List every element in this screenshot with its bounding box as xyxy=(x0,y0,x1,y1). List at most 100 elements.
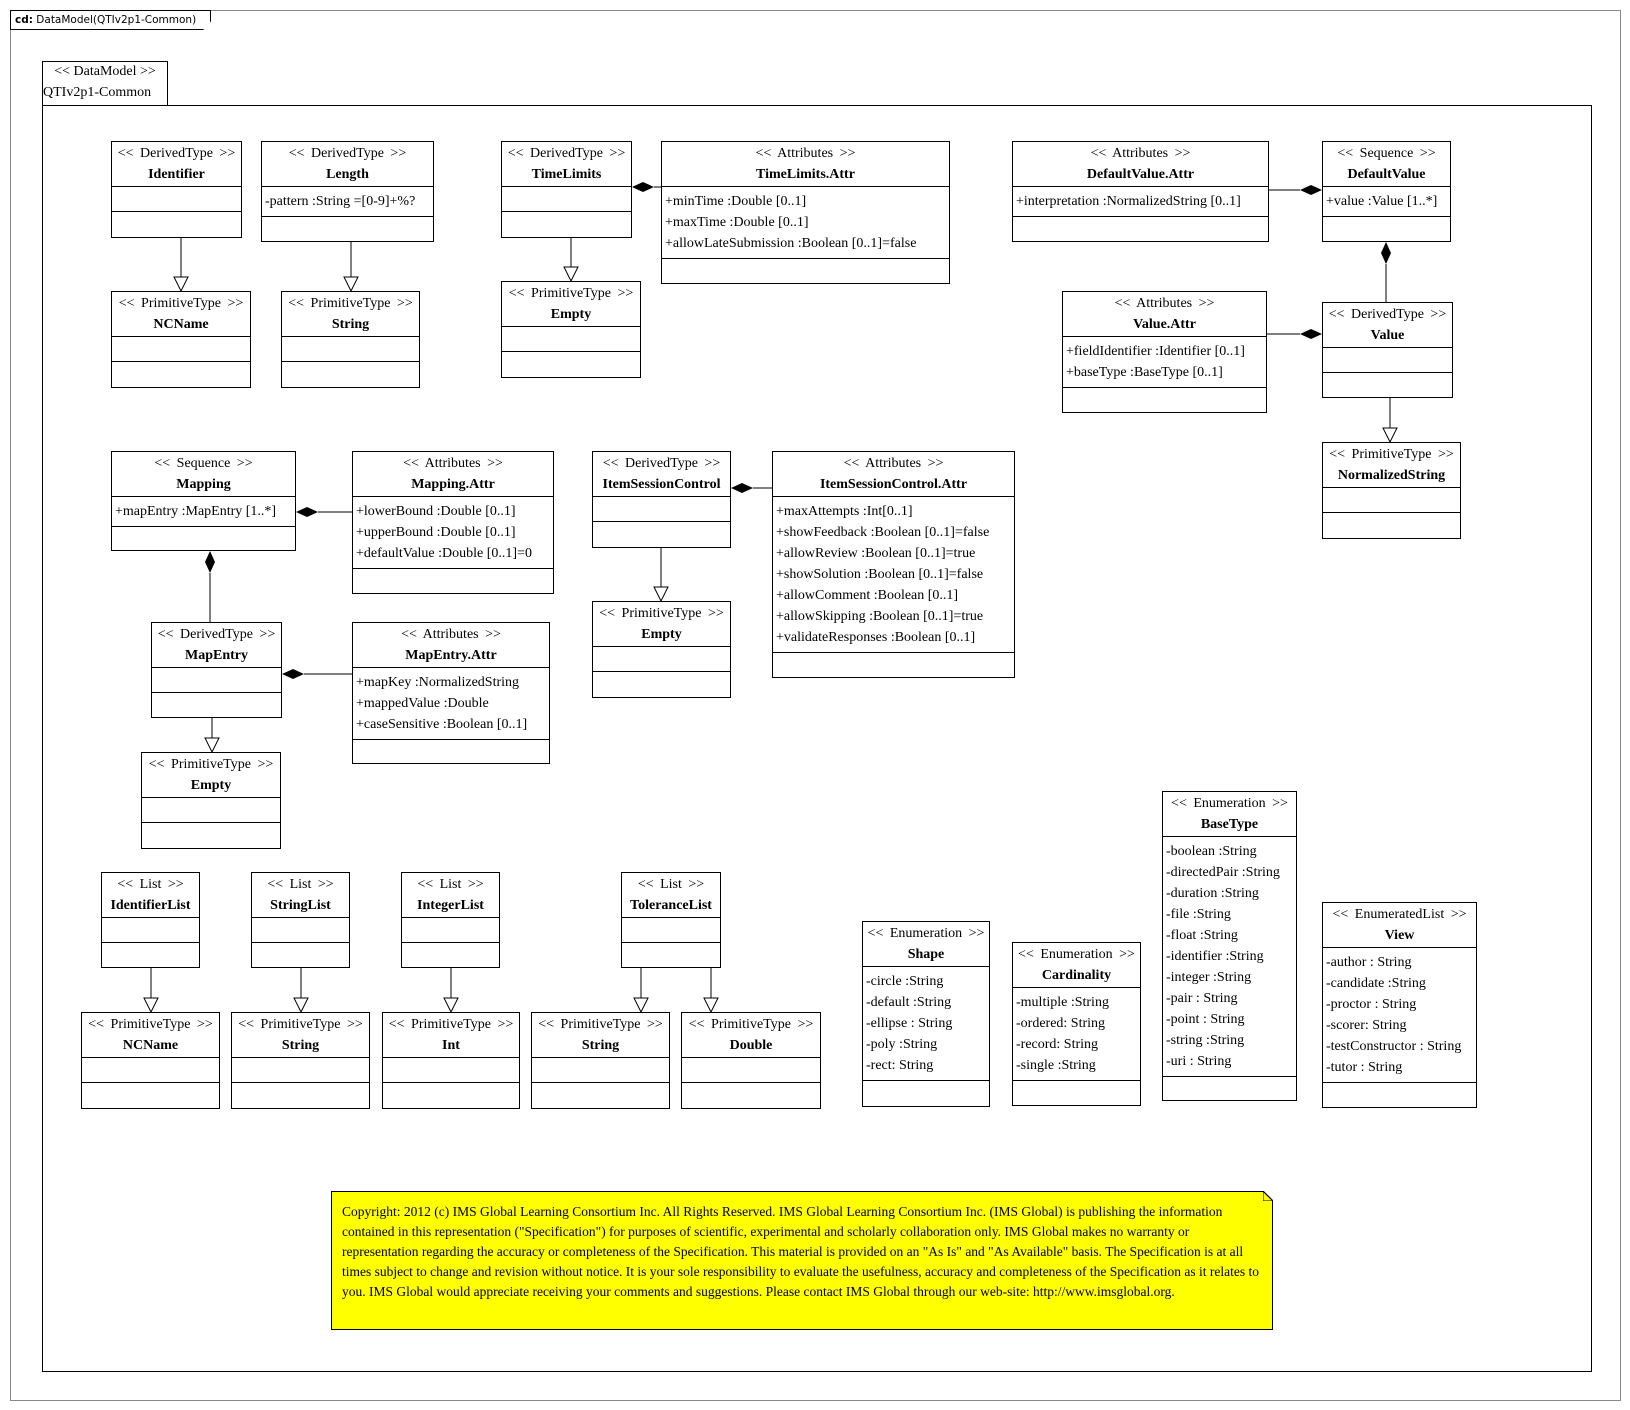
class-timelimits-attr[interactable]: << Attributes >>TimeLimits.Attr+minTime … xyxy=(661,141,950,284)
class-attribute[interactable]: -pair : String xyxy=(1166,991,1238,1006)
class-attribute[interactable]: -scorer: String xyxy=(1326,1018,1407,1033)
class-attribute[interactable]: +allowSkipping :Boolean [0..1]=true xyxy=(776,609,984,624)
class-attribute[interactable]: -pattern :String =[0-9]+%? xyxy=(265,194,416,209)
class-attribute[interactable]: -rect: String xyxy=(866,1058,934,1073)
class-mapentry[interactable]: << DerivedType >>MapEntry xyxy=(151,622,282,718)
copyright-note[interactable]: Copyright: 2012 (c) IMS Global Learning … xyxy=(331,1191,1273,1330)
class-attribute[interactable]: -identifier :String xyxy=(1166,949,1264,964)
class-attribute[interactable]: +allowComment :Boolean [0..1] xyxy=(776,588,959,603)
class-tolerancelist[interactable]: << List >>ToleranceList xyxy=(621,872,721,968)
class-header: << PrimitiveType >>Int xyxy=(383,1013,519,1058)
class-shape[interactable]: << Enumeration >>Shape-circle :String-de… xyxy=(862,921,990,1107)
class-attribute[interactable]: -directedPair :String xyxy=(1166,865,1280,880)
class-header: << Enumeration >>Cardinality xyxy=(1013,943,1140,988)
class-attribute[interactable]: +allowLateSubmission :Boolean [0..1]=fal… xyxy=(665,236,917,251)
class-mapping-attr[interactable]: << Attributes >>Mapping.Attr+lowerBound … xyxy=(352,451,554,594)
class-defaultvalue[interactable]: << Sequence >>DefaultValue+value :Value … xyxy=(1322,141,1451,242)
attribute-compartment: +fieldIdentifier :Identifier [0..1] +base… xyxy=(1063,337,1266,388)
class-attribute[interactable]: +caseSensitive :Boolean [0..1] xyxy=(356,717,528,732)
class-attribute[interactable]: +value :Value [1..*] xyxy=(1326,194,1438,209)
generalization-arrow-icon xyxy=(143,997,159,1014)
class-attribute[interactable]: -integer :String xyxy=(1166,970,1252,985)
composition-diamond-icon xyxy=(1300,185,1322,195)
class-int[interactable]: << PrimitiveType >>Int xyxy=(382,1012,520,1109)
class-empty-3[interactable]: << PrimitiveType >>Empty xyxy=(141,752,281,849)
class-attribute[interactable]: +lowerBound :Double [0..1] xyxy=(356,504,516,519)
class-attribute[interactable]: -record: String xyxy=(1016,1037,1099,1052)
class-stereotype: << PrimitiveType >> xyxy=(288,296,413,311)
class-identifierlist[interactable]: << List >>IdentifierList xyxy=(101,872,200,968)
class-attribute[interactable]: -string :String xyxy=(1166,1033,1245,1048)
class-attribute[interactable]: -candidate :String xyxy=(1326,976,1426,991)
operation-compartment xyxy=(622,943,720,967)
class-attribute[interactable]: -circle :String xyxy=(866,974,944,989)
composition-diamond-icon xyxy=(1381,242,1391,264)
class-attribute[interactable]: +baseType :BaseType [0..1] xyxy=(1066,365,1223,380)
class-attribute[interactable]: -uri : String xyxy=(1166,1054,1232,1069)
class-stringlist[interactable]: << List >>StringList xyxy=(251,872,350,968)
class-attribute[interactable]: -ellipse : String xyxy=(866,1016,953,1031)
class-string-1[interactable]: << PrimitiveType >>String xyxy=(281,291,420,388)
class-identifier[interactable]: << DerivedType >>Identifier xyxy=(111,141,242,238)
class-empty-2[interactable]: << PrimitiveType >>Empty xyxy=(592,601,731,698)
class-attribute[interactable]: -default :String xyxy=(866,995,952,1010)
class-attribute[interactable]: -float :String xyxy=(1166,928,1238,943)
class-mapping[interactable]: << Sequence >>Mapping+mapEntry :MapEntry… xyxy=(111,451,296,551)
class-attribute[interactable]: +upperBound :Double [0..1] xyxy=(356,525,516,540)
class-attribute[interactable]: +mappedValue :Double xyxy=(356,696,489,711)
class-name: IntegerList xyxy=(417,898,484,913)
class-attribute[interactable]: -boolean :String xyxy=(1166,844,1257,859)
class-attribute[interactable]: +interpretation :NormalizedString [0..1] xyxy=(1016,194,1241,209)
class-attribute[interactable]: -multiple :String xyxy=(1016,995,1109,1010)
class-name: TimeLimits.Attr xyxy=(756,167,855,182)
class-attribute[interactable]: +defaultValue :Double [0..1]=0 xyxy=(356,546,532,561)
class-attribute[interactable]: -file :String xyxy=(1166,907,1231,922)
class-attribute[interactable]: -single :String xyxy=(1016,1058,1096,1073)
class-attribute[interactable]: +allowReview :Boolean [0..1]=true xyxy=(776,546,976,561)
class-defaultvalue-attr[interactable]: << Attributes >>DefaultValue.Attr+interp… xyxy=(1012,141,1269,242)
class-attribute[interactable]: -duration :String xyxy=(1166,886,1259,901)
operation-compartment xyxy=(252,943,349,967)
class-itemsessioncontrol-attr[interactable]: << Attributes >>ItemSessionControl.Attr+… xyxy=(772,451,1015,678)
class-attribute[interactable]: +maxAttempts :Int[0..1] xyxy=(776,504,913,519)
class-attribute[interactable]: +fieldIdentifier :Identifier [0..1] xyxy=(1066,344,1245,359)
package-tab[interactable]: << DataModel >> QTIv2p1-Common xyxy=(42,61,168,105)
class-basetype[interactable]: << Enumeration >>BaseType-boolean :Strin… xyxy=(1162,791,1297,1101)
class-attribute[interactable]: +showFeedback :Boolean [0..1]=false xyxy=(776,525,990,540)
operation-compartment xyxy=(1323,217,1450,241)
class-timelimits[interactable]: << DerivedType >>TimeLimits xyxy=(501,141,632,238)
class-itemsessioncontrol[interactable]: << DerivedType >>ItemSessionControl xyxy=(592,451,731,548)
class-length[interactable]: << DerivedType >>Length-pattern :String … xyxy=(261,141,434,242)
class-attribute[interactable]: +mapEntry :MapEntry [1..*] xyxy=(115,504,277,519)
class-attribute[interactable]: +mapKey :NormalizedString xyxy=(356,675,520,690)
class-string-2[interactable]: << PrimitiveType >>String xyxy=(231,1012,370,1109)
class-ncname-2[interactable]: << PrimitiveType >>NCName xyxy=(81,1012,220,1109)
class-mapentry-attr[interactable]: << Attributes >>MapEntry.Attr+mapKey :No… xyxy=(352,622,550,764)
class-attribute[interactable]: -tutor : String xyxy=(1326,1060,1403,1075)
class-attribute[interactable]: -testConstructor : String xyxy=(1326,1039,1462,1054)
class-attribute[interactable]: +validateResponses :Boolean [0..1] xyxy=(776,630,976,645)
class-normalizedstring[interactable]: << PrimitiveType >>NormalizedString xyxy=(1322,442,1461,539)
class-attribute[interactable]: -point : String xyxy=(1166,1012,1245,1027)
class-attribute[interactable]: +minTime :Double [0..1] xyxy=(665,194,807,209)
class-name: NormalizedString xyxy=(1337,468,1446,483)
class-attribute[interactable]: -ordered: String xyxy=(1016,1016,1106,1031)
class-attribute[interactable]: -proctor : String xyxy=(1326,997,1417,1012)
class-header: << DerivedType >>ItemSessionControl xyxy=(593,452,730,497)
class-value-attr[interactable]: << Attributes >>Value.Attr+fieldIdentifi… xyxy=(1062,291,1267,413)
class-attribute[interactable]: -poly :String xyxy=(866,1037,938,1052)
class-view[interactable]: << EnumeratedList >>View-author : String… xyxy=(1322,902,1477,1108)
class-attribute[interactable]: +maxTime :Double [0..1] xyxy=(665,215,809,230)
class-cardinality[interactable]: << Enumeration >>Cardinality-multiple :S… xyxy=(1012,942,1141,1106)
class-attribute[interactable]: +showSolution :Boolean [0..1]=false xyxy=(776,567,984,582)
class-string-3[interactable]: << PrimitiveType >>String xyxy=(531,1012,670,1109)
class-ncname-1[interactable]: << PrimitiveType >>NCName xyxy=(111,291,251,388)
class-integerlist[interactable]: << List >>IntegerList xyxy=(401,872,500,968)
attribute-compartment: -multiple :String -ordered: String -record… xyxy=(1013,988,1140,1081)
class-name: MapEntry.Attr xyxy=(405,648,497,663)
operation-compartment xyxy=(682,1083,820,1108)
class-double[interactable]: << PrimitiveType >>Double xyxy=(681,1012,821,1109)
class-empty-1[interactable]: << PrimitiveType >>Empty xyxy=(501,281,641,378)
class-attribute[interactable]: -author : String xyxy=(1326,955,1412,970)
class-value[interactable]: << DerivedType >>Value xyxy=(1322,302,1453,398)
